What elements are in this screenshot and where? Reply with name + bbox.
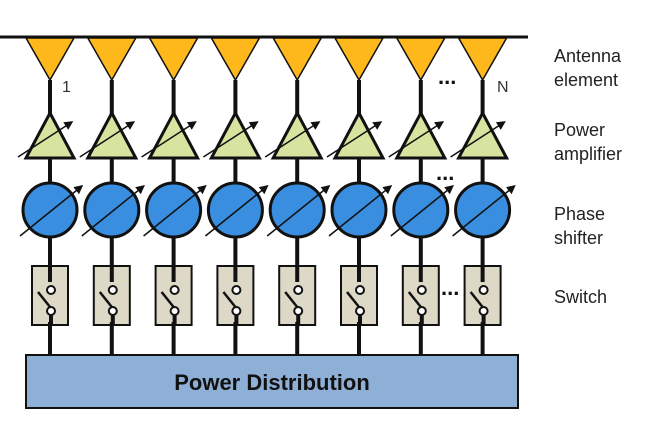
- label-line: Phase: [554, 204, 606, 224]
- phase-shifter-icon: [268, 181, 326, 239]
- adjust-arrow-icon: [202, 121, 259, 158]
- element-label-last: N: [497, 79, 509, 96]
- switch-contact: [46, 285, 56, 295]
- label-antenna-element: Antenna element: [554, 44, 621, 92]
- switch-contact: [416, 285, 427, 295]
- switch-contact: [46, 306, 56, 316]
- phase-shifter-icon: [21, 181, 79, 239]
- label-line: shifter: [554, 228, 604, 248]
- adjust-arrow-icon: [204, 185, 269, 237]
- antenna-element-icon: [395, 37, 447, 82]
- switch-contact: [169, 285, 180, 295]
- switch-lever-icon: [160, 291, 175, 308]
- label-line: Antenna: [554, 46, 622, 66]
- label-switch: Switch: [554, 285, 607, 309]
- switch-contact: [231, 285, 242, 295]
- element-label-first: 1: [62, 79, 71, 96]
- phase-shifter-icon: [330, 181, 388, 239]
- switch-contact: [293, 306, 304, 316]
- phase-shifter-icon: [83, 181, 141, 239]
- adjust-arrow-icon: [79, 121, 136, 158]
- phase-shifter-icon: [454, 181, 512, 239]
- adjust-arrow-icon: [266, 185, 331, 237]
- switch-lever-icon: [222, 291, 237, 308]
- label-power-amplifier: Power amplifier: [554, 118, 622, 166]
- phase-shifter-icon: [145, 181, 203, 239]
- adjust-arrow-icon: [143, 185, 207, 237]
- switch-contact: [355, 285, 365, 295]
- switch-contact: [169, 306, 180, 316]
- ellipsis-switch: ...: [441, 275, 459, 300]
- switch-contact: [293, 285, 304, 295]
- antenna-element-icon: [86, 37, 138, 82]
- switch-lever-icon: [284, 291, 299, 308]
- switch-lever-icon: [469, 291, 484, 308]
- switch-contact: [478, 285, 489, 295]
- switch-contact: [355, 306, 365, 316]
- switch-contact: [416, 306, 427, 316]
- switch-contact: [231, 306, 242, 316]
- adjust-arrow-icon: [328, 185, 393, 237]
- adjust-arrow-icon: [19, 185, 84, 237]
- phase-shifter-icon: [206, 181, 264, 239]
- adjust-arrow-icon: [17, 121, 74, 158]
- ellipsis-antenna: ...: [438, 64, 456, 89]
- switch-lever-icon: [346, 291, 360, 308]
- power-distribution-box: [25, 354, 519, 409]
- antenna-element-icon: [148, 37, 199, 82]
- adjust-arrow-icon: [452, 185, 516, 237]
- label-line: Switch: [554, 287, 608, 307]
- antenna-element-icon: [210, 37, 261, 82]
- adjust-arrow-icon: [264, 121, 321, 158]
- switch-contact: [107, 306, 118, 316]
- antenna-element-icon: [271, 37, 323, 82]
- phase-shifter-icon: [392, 181, 450, 239]
- adjust-arrow-icon: [388, 121, 445, 158]
- label-line: amplifier: [554, 144, 623, 164]
- antenna-element-icon: [333, 37, 385, 82]
- switch-contact: [107, 285, 118, 295]
- label-line: element: [554, 70, 619, 90]
- label-phase-shifter: Phase shifter: [554, 202, 605, 250]
- adjust-arrow-icon: [81, 185, 145, 237]
- label-line: Power: [554, 120, 606, 140]
- antenna-element-icon: [24, 37, 76, 82]
- switch-lever-icon: [37, 291, 51, 308]
- adjust-arrow-icon: [390, 185, 454, 237]
- adjust-arrow-icon: [326, 121, 383, 158]
- switch-contact: [478, 306, 489, 316]
- ellipsis-amplifier: ...: [436, 160, 454, 185]
- adjust-arrow-icon: [141, 121, 197, 158]
- switch-lever-icon: [98, 291, 113, 308]
- antenna-element-icon: [457, 37, 508, 82]
- adjust-arrow-icon: [450, 121, 506, 158]
- switch-lever-icon: [407, 291, 422, 308]
- power-distribution-label: Power Distribution: [174, 370, 370, 395]
